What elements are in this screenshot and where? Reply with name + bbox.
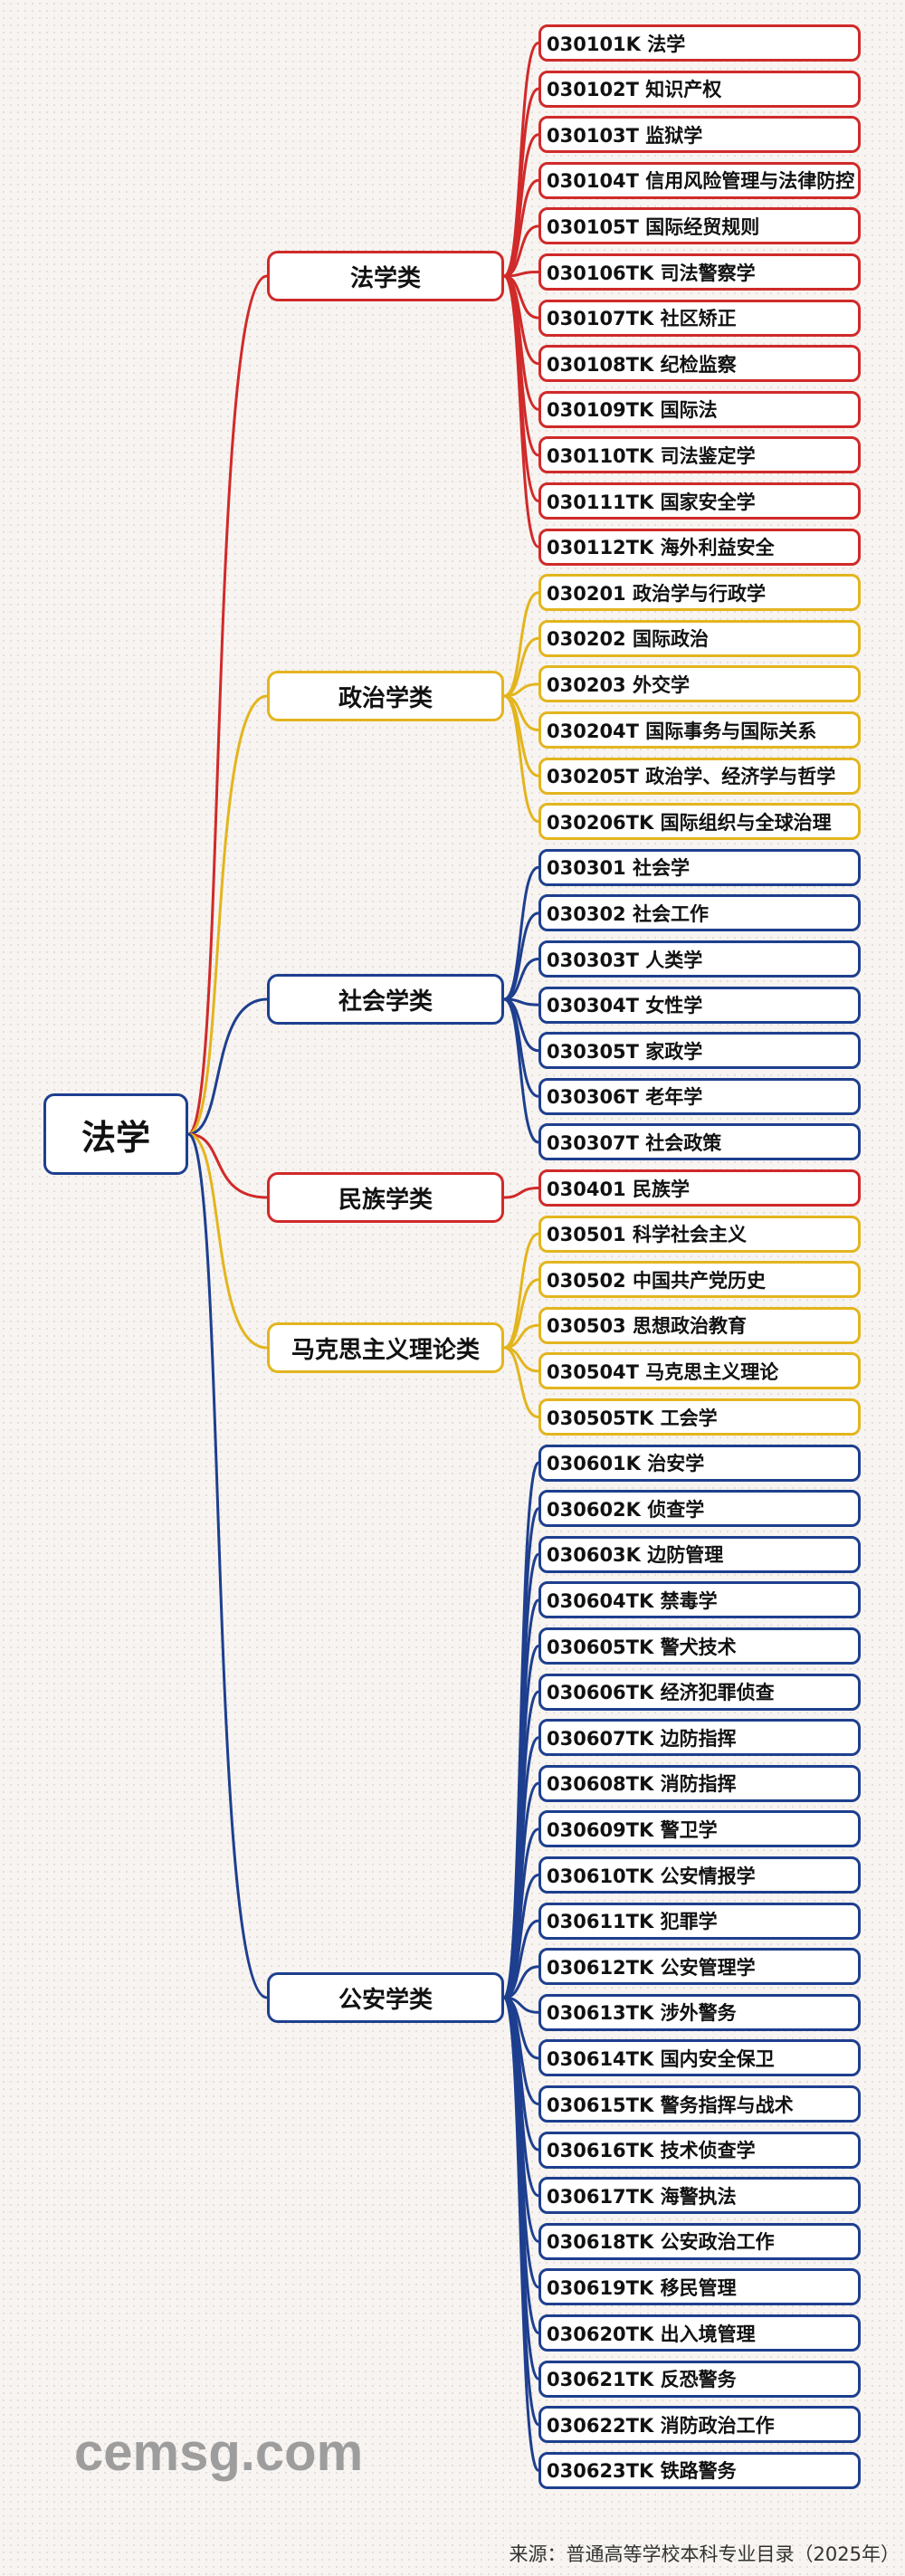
- major-item[interactable]: 030501 科学社会主义: [538, 1215, 861, 1253]
- major-item[interactable]: 030603K 边防管理: [538, 1535, 861, 1573]
- major-item[interactable]: 030105T 国际经贸规则: [538, 207, 861, 245]
- category-sociology[interactable]: 社会学类: [267, 974, 504, 1025]
- major-item[interactable]: 030205T 政治学、经济学与哲学: [538, 757, 861, 795]
- major-item[interactable]: 030203 外交学: [538, 665, 861, 703]
- major-item[interactable]: 030610TK 公安情报学: [538, 1856, 861, 1894]
- major-item[interactable]: 030103T 监狱学: [538, 116, 861, 154]
- major-item[interactable]: 030611TK 犯罪学: [538, 1902, 861, 1940]
- major-item[interactable]: 030616TK 技术侦查学: [538, 2131, 861, 2169]
- major-item[interactable]: 030102T 知识产权: [538, 70, 861, 108]
- major-item[interactable]: 030101K 法学: [538, 24, 861, 62]
- major-item[interactable]: 030204T 国际事务与国际关系: [538, 711, 861, 749]
- major-item[interactable]: 030104T 信用风险管理与法律防控: [538, 161, 861, 199]
- major-item[interactable]: 030505TK 工会学: [538, 1398, 861, 1436]
- major-item[interactable]: 030622TK 消防政治工作: [538, 2406, 861, 2444]
- category-public-security[interactable]: 公安学类: [267, 1972, 504, 2023]
- major-item[interactable]: 030604TK 禁毒学: [538, 1581, 861, 1619]
- category-ethnology[interactable]: 民族学类: [267, 1172, 504, 1223]
- major-item[interactable]: 030304T 女性学: [538, 986, 861, 1024]
- major-item[interactable]: 030615TK 警务指挥与战术: [538, 2085, 861, 2123]
- category-marxism-theory[interactable]: 马克思主义理论类: [267, 1322, 504, 1373]
- major-item[interactable]: 030612TK 公安管理学: [538, 1948, 861, 1986]
- root-node[interactable]: 法学: [43, 1093, 188, 1175]
- major-item[interactable]: 030621TK 反恐警务: [538, 2360, 861, 2398]
- major-item[interactable]: 030606TK 经济犯罪侦查: [538, 1673, 861, 1711]
- major-item[interactable]: 030601K 治安学: [538, 1444, 861, 1482]
- major-item[interactable]: 030613TK 涉外警务: [538, 1993, 861, 2031]
- major-item[interactable]: 030307T 社会政策: [538, 1123, 861, 1161]
- major-item[interactable]: 030306T 老年学: [538, 1077, 861, 1115]
- major-item[interactable]: 030112TK 海外利益安全: [538, 528, 861, 566]
- major-item[interactable]: 030111TK 国家安全学: [538, 482, 861, 520]
- major-item[interactable]: 030401 民族学: [538, 1169, 861, 1207]
- major-item[interactable]: 030620TK 出入境管理: [538, 2314, 861, 2352]
- major-item[interactable]: 030614TK 国内安全保卫: [538, 2039, 861, 2077]
- source-note: 来源：普通高等学校本科专业目录（2025年）: [509, 2543, 900, 2565]
- major-item[interactable]: 030305T 家政学: [538, 1032, 861, 1070]
- major-item[interactable]: 030602K 侦查学: [538, 1490, 861, 1528]
- major-item[interactable]: 030106TK 司法警察学: [538, 253, 861, 291]
- major-item[interactable]: 030108TK 纪检监察: [538, 345, 861, 383]
- major-item[interactable]: 030109TK 国际法: [538, 390, 861, 428]
- major-item[interactable]: 030502 中国共产党历史: [538, 1261, 861, 1299]
- major-item[interactable]: 030107TK 社区矫正: [538, 299, 861, 337]
- major-item[interactable]: 030202 国际政治: [538, 619, 861, 657]
- major-item[interactable]: 030301 社会学: [538, 848, 861, 886]
- major-item[interactable]: 030617TK 海警执法: [538, 2177, 861, 2215]
- major-item[interactable]: 030504T 马克思主义理论: [538, 1352, 861, 1390]
- watermark: cemsg.com: [74, 2423, 364, 2482]
- major-item[interactable]: 030623TK 铁路警务: [538, 2451, 861, 2489]
- major-item[interactable]: 030503 思想政治教育: [538, 1306, 861, 1344]
- major-item[interactable]: 030609TK 警卫学: [538, 1810, 861, 1848]
- major-item[interactable]: 030607TK 边防指挥: [538, 1719, 861, 1757]
- major-item[interactable]: 030608TK 消防指挥: [538, 1764, 861, 1802]
- major-item[interactable]: 030605TK 警犬技术: [538, 1627, 861, 1665]
- major-item[interactable]: 030201 政治学与行政学: [538, 574, 861, 612]
- major-item[interactable]: 030302 社会工作: [538, 894, 861, 932]
- major-item[interactable]: 030110TK 司法鉴定学: [538, 436, 861, 474]
- major-item[interactable]: 030206TK 国际组织与全球治理: [538, 803, 861, 841]
- major-item[interactable]: 030619TK 移民管理: [538, 2268, 861, 2306]
- category-law[interactable]: 法学类: [267, 251, 504, 301]
- major-item[interactable]: 030303T 人类学: [538, 940, 861, 978]
- major-item[interactable]: 030618TK 公安政治工作: [538, 2222, 861, 2260]
- category-political-science[interactable]: 政治学类: [267, 671, 504, 721]
